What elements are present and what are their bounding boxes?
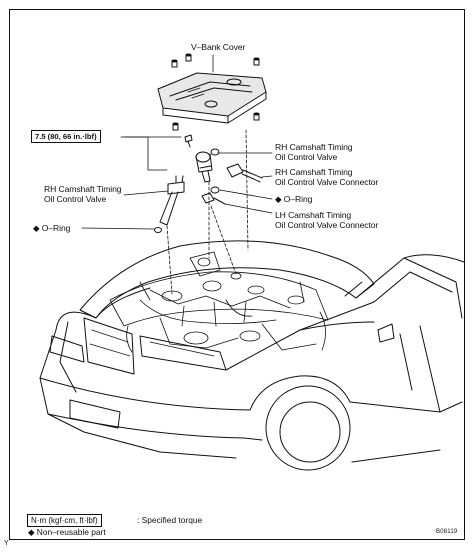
- lh-ocv-connector-label-line1: LH Camshaft Timing: [275, 210, 352, 220]
- rh-ocv-left-label-line2: Oil Control Valve: [44, 194, 107, 204]
- rh-ocv-top-label-line2: Oil Control Valve: [275, 152, 338, 162]
- lh-ocv-connector-label-line2: Oil Control Valve Connector: [275, 220, 379, 230]
- figure-frame: [9, 9, 465, 540]
- ocv-parts-drawing: [81, 129, 273, 295]
- v-bank-cover-label: V–Bank Cover: [191, 42, 246, 52]
- rh-ocv-connector-label-line2: Oil Control Valve Connector: [275, 177, 379, 187]
- specified-torque-legend-text: : Specified torque: [137, 515, 203, 525]
- torque-unit-legend-box: N·m (kgf·cm, ft·lbf): [27, 514, 102, 527]
- o-ring-right-label: ◆ O–Ring: [275, 194, 313, 204]
- v-bank-cover-drawing: [157, 53, 267, 131]
- torque-spec-box: 7.5 (80, 66 in.·lbf): [31, 130, 101, 143]
- non-reusable-legend-text: ◆ Non–reusable part: [28, 527, 106, 537]
- engine-bay-drawing: [109, 251, 329, 353]
- figure-code: B08119: [436, 529, 458, 535]
- rh-ocv-top-label-line1: RH Camshaft Timing: [275, 142, 353, 152]
- car-body-drawing: [39, 240, 465, 471]
- y-marker: Y: [4, 540, 9, 547]
- o-ring-left-label: ◆ O–Ring: [33, 223, 71, 233]
- rh-ocv-left-label-line1: RH Camshaft Timing: [44, 184, 122, 194]
- rh-ocv-connector-label-line1: RH Camshaft Timing: [275, 167, 353, 177]
